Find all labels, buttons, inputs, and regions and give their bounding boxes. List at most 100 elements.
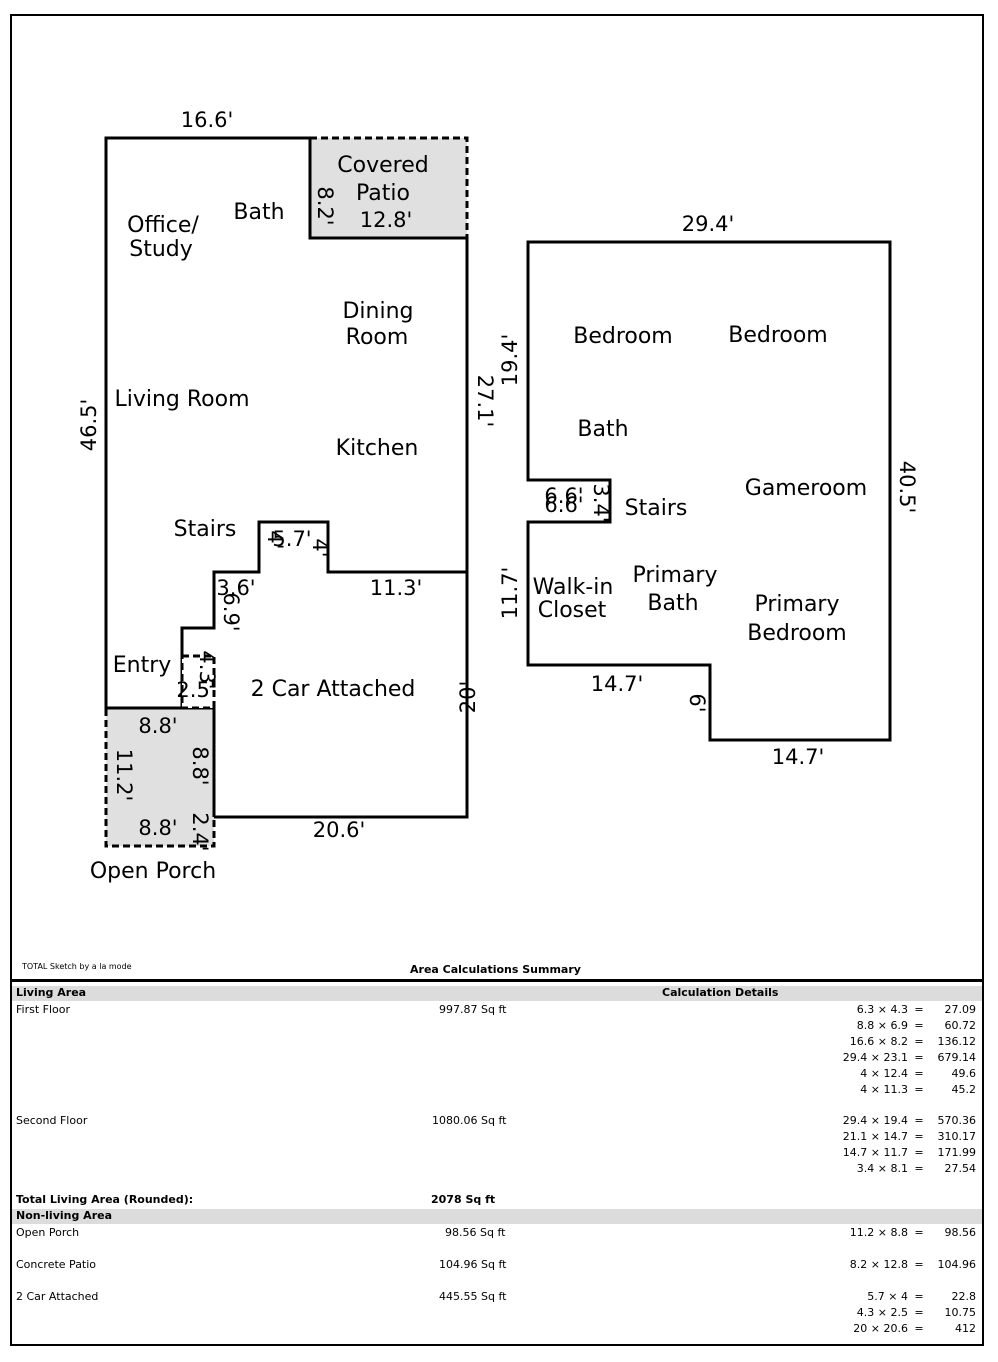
dimension-label: 11.7' bbox=[498, 567, 522, 620]
open-porch-calcs: 11.2 × 8.8=98.56 bbox=[830, 1225, 980, 1241]
calc-value: 60.72 bbox=[944, 1019, 977, 1032]
car-attached-label: 2 Car Attached bbox=[16, 1290, 99, 1303]
calc-expression: 29.4 × 23.1 bbox=[842, 1051, 908, 1064]
calc-value: 171.99 bbox=[937, 1146, 977, 1159]
room-label: Stairs bbox=[174, 517, 237, 542]
calc-value: 49.6 bbox=[951, 1067, 977, 1080]
summary-title: Area Calculations Summary bbox=[410, 963, 581, 976]
second-floor-outline bbox=[526, 240, 892, 742]
equals-sign: = bbox=[914, 1019, 924, 1032]
section-divider bbox=[10, 979, 984, 982]
nonliving-area-band bbox=[12, 1209, 982, 1224]
car-attached-area: 445.55 Sq ft bbox=[439, 1290, 507, 1303]
dimension-label: 20.6' bbox=[313, 818, 366, 842]
dimension-label: 5.7' bbox=[272, 527, 311, 551]
second-floor-area: 1080.06 Sq ft bbox=[432, 1114, 507, 1127]
room-label: Closet bbox=[538, 598, 607, 623]
calc-value: 27.09 bbox=[944, 1003, 977, 1016]
dimension-label: 4.3' bbox=[195, 650, 219, 689]
equals-sign: = bbox=[914, 1083, 924, 1096]
dimension-label: 11.3' bbox=[370, 576, 423, 600]
room-label: Kitchen bbox=[336, 436, 419, 461]
calc-row: 20 × 20.6=412 bbox=[830, 1321, 980, 1337]
equals-sign: = bbox=[914, 1130, 924, 1143]
dimension-label: 19.4' bbox=[498, 334, 522, 387]
room-label: Primary bbox=[632, 563, 717, 588]
calc-value: 22.8 bbox=[951, 1290, 977, 1303]
room-label: Stairs bbox=[625, 496, 688, 521]
room-label: Bedroom bbox=[747, 621, 847, 646]
dimension-label: 6.6' bbox=[544, 484, 583, 508]
calc-expression: 14.7 × 11.7 bbox=[842, 1146, 908, 1159]
dimension-label: 2.5' bbox=[176, 678, 215, 702]
covered-patio-area bbox=[308, 136, 469, 240]
calc-value: 45.2 bbox=[951, 1083, 977, 1096]
calc-row: 4 × 12.4 = 49.6 bbox=[830, 1066, 980, 1082]
dimension-label: 3.6' bbox=[216, 576, 255, 600]
open-porch-area bbox=[104, 706, 216, 848]
calc-row: 8.2 × 12.8=104.96 bbox=[830, 1257, 980, 1273]
room-label: Bath bbox=[233, 200, 284, 225]
software-credit: TOTAL Sketch by a la mode bbox=[22, 962, 132, 971]
dimension-label: 29.4' bbox=[682, 212, 735, 236]
room-label: Living Room bbox=[114, 387, 249, 412]
equals-sign: = bbox=[914, 1146, 924, 1159]
open-porch-label: Open Porch bbox=[16, 1226, 80, 1239]
equals-sign: = bbox=[914, 1306, 924, 1319]
total-living-label: Total Living Area (Rounded): bbox=[16, 1193, 194, 1206]
calc-value: 412 bbox=[955, 1322, 976, 1335]
room-label: Bath bbox=[577, 417, 628, 442]
room-label: Covered bbox=[337, 153, 428, 178]
calc-expression: 4 × 11.3 bbox=[860, 1083, 908, 1096]
dimension-label: 20' bbox=[456, 681, 480, 714]
calc-row: 21.1 × 14.7=310.17 bbox=[830, 1129, 980, 1145]
calc-expression: 8.2 × 12.8 bbox=[849, 1258, 908, 1271]
calc-row: 16.6 × 8.2=136.12 bbox=[830, 1034, 980, 1050]
room-label: Patio bbox=[356, 181, 410, 206]
calc-row: 29.4 × 23.1=679.14 bbox=[830, 1050, 980, 1066]
concrete-patio-area: 104.96 Sq ft bbox=[439, 1258, 507, 1271]
total-living-value: 2078 Sq ft bbox=[431, 1193, 496, 1206]
calc-row: 6.3 × 4.3=27.09 bbox=[830, 1002, 980, 1018]
calc-value: 27.54 bbox=[944, 1162, 977, 1175]
calc-expression: 11.2 × 8.8 bbox=[849, 1226, 908, 1239]
concrete-patio-label: Concrete Patio bbox=[16, 1258, 97, 1271]
dimension-label: 8.2' bbox=[313, 186, 337, 225]
room-label: 2 Car Attached bbox=[251, 677, 416, 702]
room-label: Office/ bbox=[127, 213, 199, 238]
calc-row: 8.8 × 6.9 = 60.72 bbox=[830, 1018, 980, 1034]
entry-step bbox=[180, 654, 216, 710]
calc-expression: 21.1 × 14.7 bbox=[842, 1130, 908, 1143]
dimension-label: 12.8' bbox=[360, 208, 413, 232]
dimension-label: 6.6' bbox=[544, 493, 583, 517]
second-floor-label: Second Floor bbox=[16, 1114, 88, 1127]
open-porch-area: 98.56 Sq ft bbox=[445, 1226, 506, 1239]
dimension-label: 8.8' bbox=[138, 816, 177, 840]
dimension-label: 4' bbox=[263, 530, 287, 549]
calc-value: 10.75 bbox=[944, 1306, 977, 1319]
room-label: Primary bbox=[754, 592, 839, 617]
living-area-header: Living Area bbox=[16, 986, 87, 999]
concrete-patio-calcs: 8.2 × 12.8=104.96 bbox=[830, 1257, 980, 1273]
equals-sign: = bbox=[914, 1067, 924, 1080]
room-label: Gameroom bbox=[745, 476, 867, 501]
equals-sign: = bbox=[914, 1162, 924, 1175]
dimension-label: 14.7' bbox=[772, 745, 825, 769]
calc-row: 4 × 11.3 = 45.2 bbox=[830, 1082, 980, 1098]
calc-expression: 3.4 × 8.1 bbox=[856, 1162, 908, 1175]
calc-value: 136.12 bbox=[937, 1035, 977, 1048]
equals-sign: = bbox=[914, 1258, 924, 1271]
calc-row: 14.7 × 11.7 = 171.99 bbox=[830, 1145, 980, 1161]
calc-expression: 20 × 20.6 bbox=[853, 1322, 908, 1335]
page-frame bbox=[10, 14, 984, 1346]
room-label: Open Porch bbox=[90, 859, 216, 884]
dimension-label: 6' bbox=[685, 693, 709, 712]
calc-expression: 8.8 × 6.9 bbox=[856, 1019, 908, 1032]
room-label: Walk-in bbox=[533, 575, 614, 600]
calc-expression: 29.4 × 19.4 bbox=[842, 1114, 908, 1127]
dimension-label: 4' bbox=[308, 538, 332, 557]
calc-expression: 4 × 12.4 bbox=[860, 1067, 908, 1080]
dimension-label: 11.2' bbox=[112, 749, 136, 802]
